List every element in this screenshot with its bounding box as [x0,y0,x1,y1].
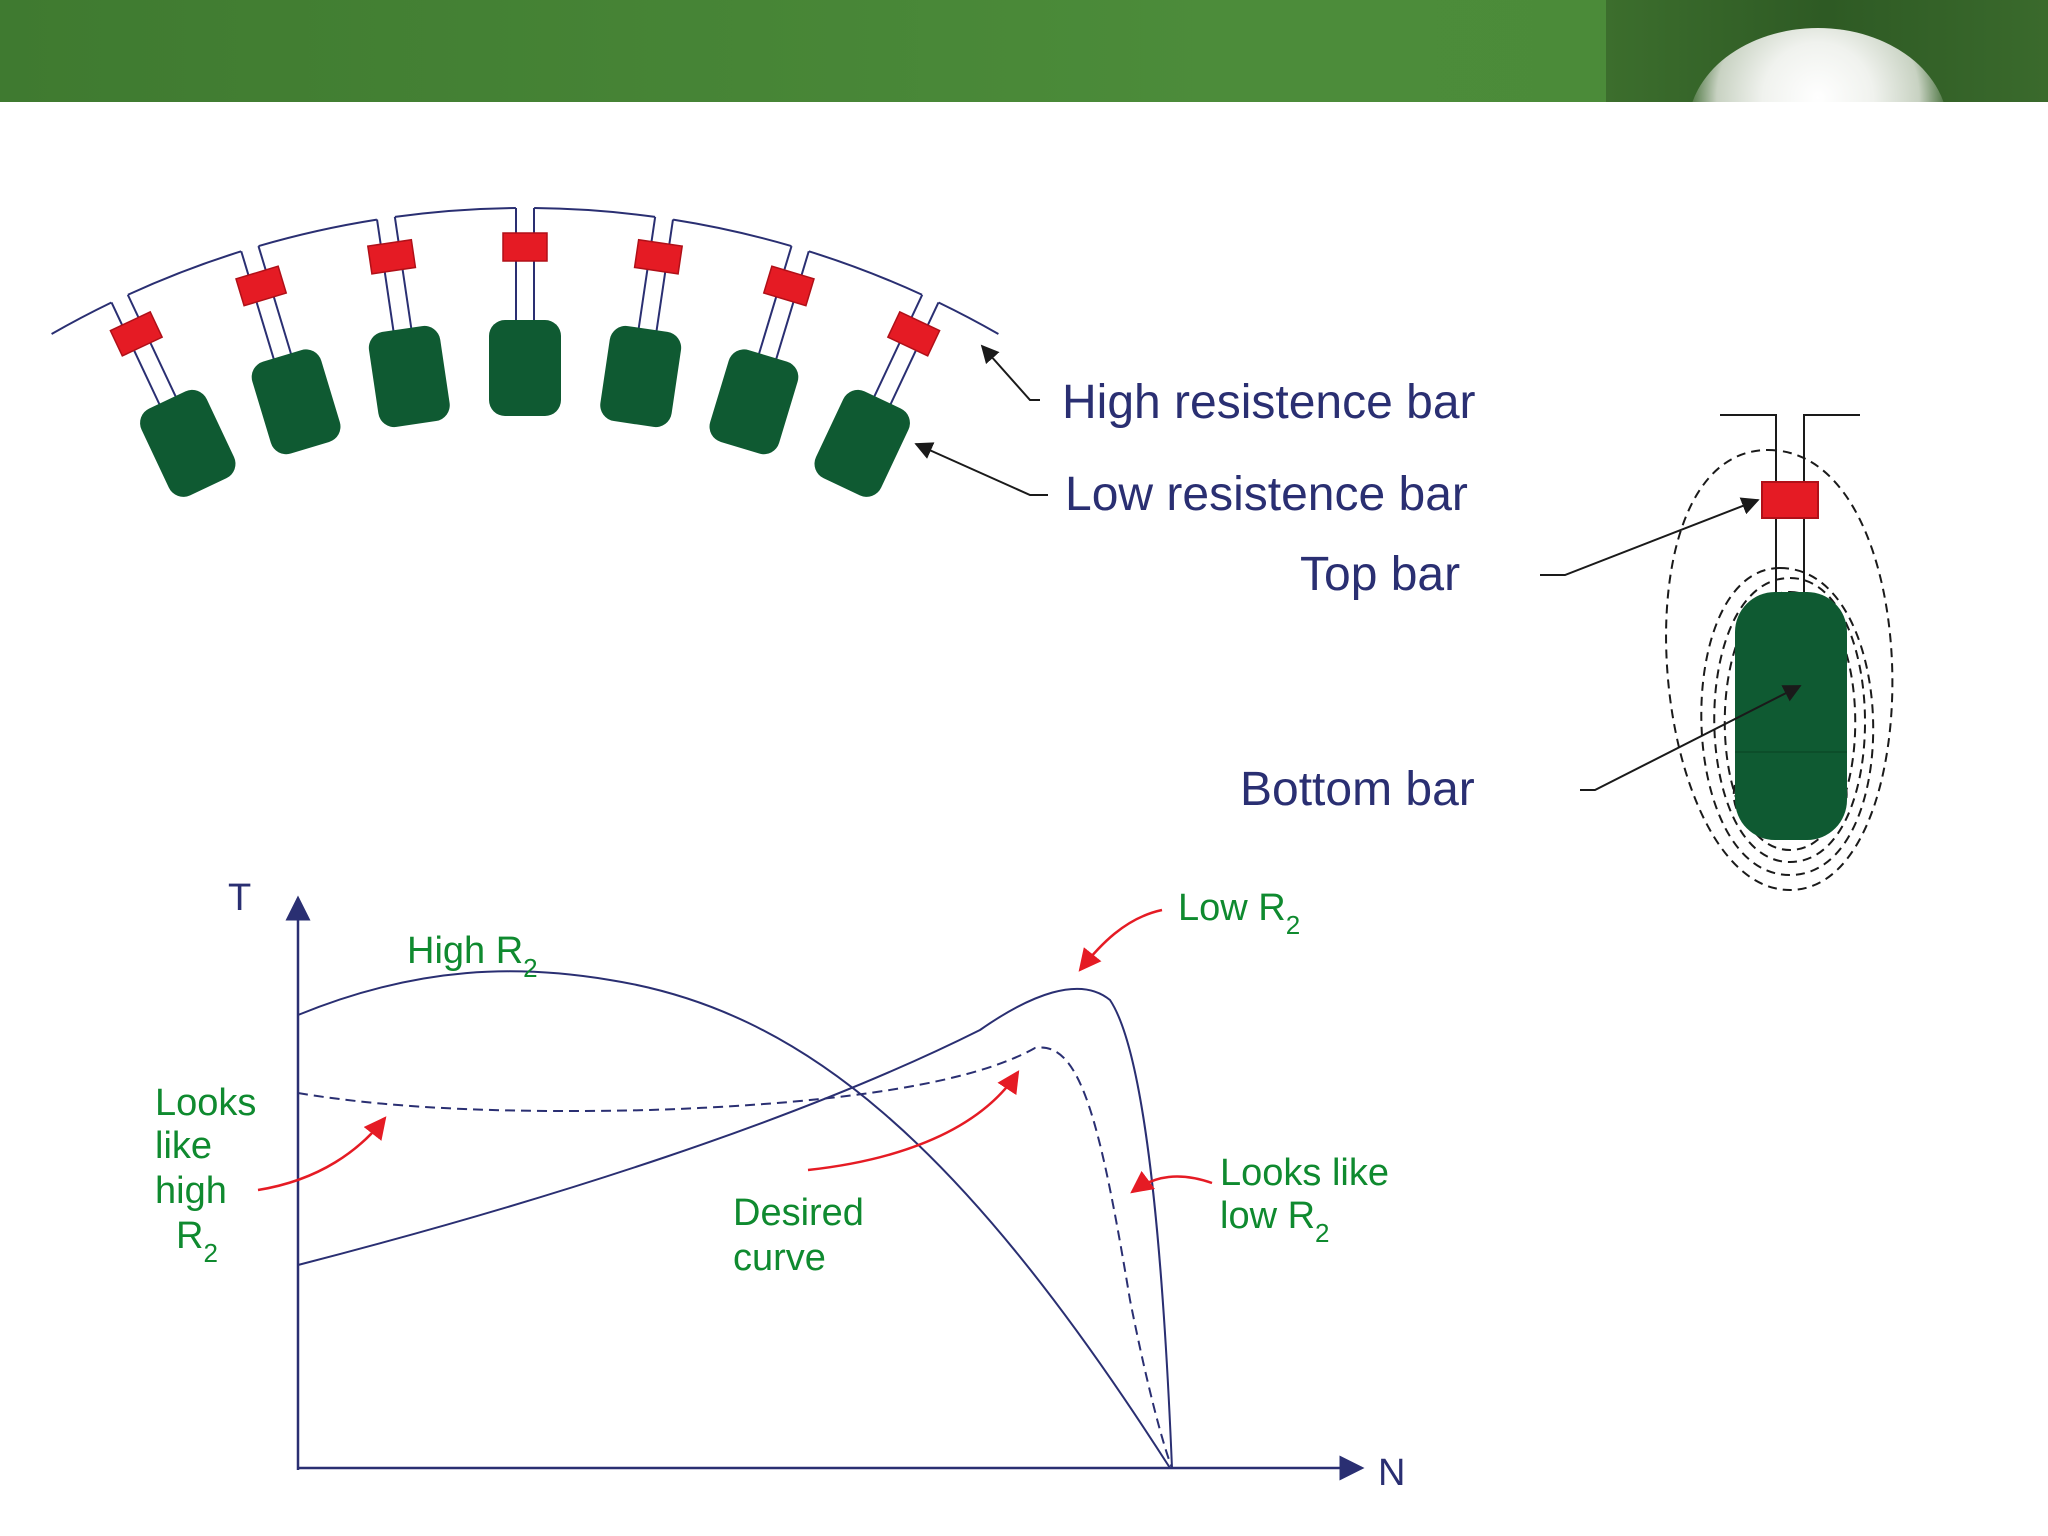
high-resistance-label: High resistence bar [1062,376,1476,429]
looks-high-line4: R2 [176,1215,218,1268]
high-r2-main: High R [407,930,523,972]
desired-line2: curve [733,1237,826,1279]
looks-high-line3: high [155,1170,227,1212]
looks-low-main: low R [1220,1195,1315,1237]
low-resistance-label: Low resistence bar [1065,468,1468,521]
low-resistance-bar [709,349,799,455]
rotor-slot [366,216,450,428]
slot-wall [757,245,793,357]
bottom-bar-label: Bottom bar [1240,763,1475,816]
desired-curve [297,1046,1173,1469]
high-r2-sub: 2 [523,953,537,983]
rotor-surface-arc [534,207,656,218]
low-resistance-leader [914,442,1048,496]
slot-wall [240,250,276,362]
rotor-slot [709,245,815,455]
rotor-surface-arc [808,250,923,296]
arrow-low-r2 [1078,908,1163,972]
flux-loop-2 [1700,566,1875,877]
low-resistance-bar [600,325,682,428]
slot-detail [1665,414,1894,892]
slot-wall [637,216,657,331]
high-r2-label: High R2 [407,930,538,983]
high-resistance-bar [109,310,164,357]
rotor-slot [235,245,341,455]
rotor-surface-arc [127,250,242,296]
flux-loop-1 [1665,448,1894,892]
high-resistance-bar [235,265,288,307]
rotor-surface-arc [938,301,999,335]
looks-high-line2: like [155,1125,212,1167]
slot-wall-left [1720,414,1777,600]
slot-wall [872,294,924,400]
slot-wall-right [1803,414,1860,600]
rotor-section [51,207,999,497]
rotor-surface-arc [258,218,378,247]
arrow-looks-low [1130,1170,1213,1194]
rotor-slot [600,216,684,428]
rotor-surface-arc [394,207,516,218]
low-resistance-bar [368,325,450,428]
arrow-looks-high [257,1116,387,1192]
slot-wall [655,219,674,334]
looks-high-sub: 2 [203,1238,217,1268]
low-r2-main: Low R [1178,887,1286,929]
rotor-surface-arc [672,218,792,247]
rotor-slot [489,208,561,416]
rotor-slot [814,294,941,497]
low-resistance-bar [489,320,561,416]
slot-wall [126,294,178,400]
high-r2-curve [297,970,1171,1469]
top-bar-label: Top bar [1300,548,1460,601]
dandelion-photo [1606,0,2048,102]
flux-loop-3 [1713,576,1866,864]
low-r2-sub: 2 [1286,910,1300,940]
x-axis-label: N [1378,1452,1405,1494]
high-resistance-bar [502,232,548,262]
looks-high-line1: Looks [155,1082,256,1124]
slot-wall [376,219,395,334]
torque-speed-graph: T N High R2 Low R2 Looks like high R2 De… [155,877,1405,1494]
detail-top-bar [1761,481,1819,519]
high-resistance-bar [762,265,815,307]
looks-low-line2: low R2 [1220,1195,1330,1248]
low-resistance-bar [140,389,236,497]
rotor-slot [109,294,236,497]
slot-wall [110,302,162,407]
looks-low-line1: Looks like [1220,1152,1389,1194]
low-r2-label: Low R2 [1178,887,1300,940]
y-axis-label: T [228,877,251,919]
looks-low-sub: 2 [1315,1218,1329,1248]
low-resistance-bar [814,389,910,497]
bottom-bar-leader [1580,685,1802,791]
desired-line1: Desired [733,1192,864,1234]
low-r2-curve [297,987,1173,1469]
slot-wall [257,245,293,357]
slot-wall [888,302,940,407]
arrow-desired [807,1070,1020,1172]
flux-loop-4 [1723,590,1857,852]
high-resistance-bar [886,310,941,357]
high-resistance-bar [633,238,684,275]
high-resistance-bar [366,238,417,275]
low-resistance-bar [251,349,341,455]
detail-bottom-bar [1735,592,1847,840]
slot-wall [774,250,810,362]
looks-high-r: R [176,1215,203,1257]
top-bar-leader [1540,497,1760,576]
high-resistance-leader [980,344,1040,401]
slot-wall [393,216,413,331]
rotor-surface-arc [51,301,112,335]
